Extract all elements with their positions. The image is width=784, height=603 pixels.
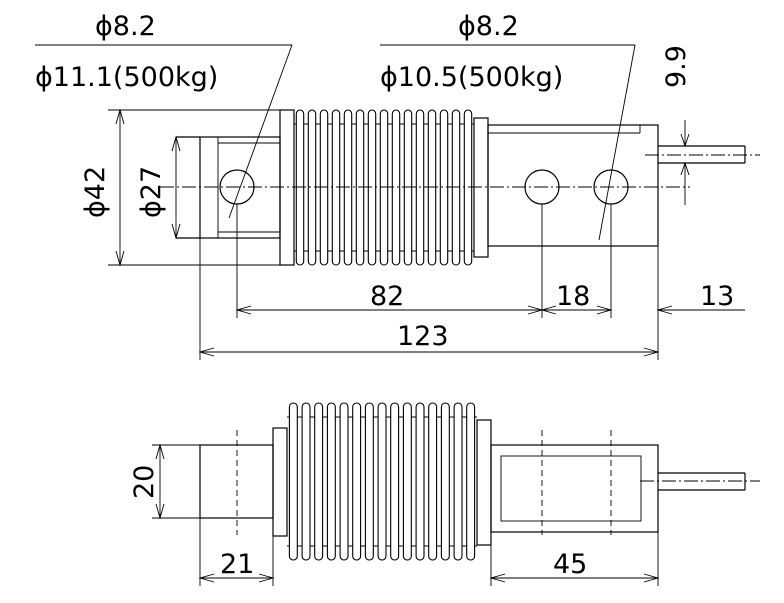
bellows-fin <box>390 402 400 561</box>
dim-hole-span: 82 <box>370 281 404 312</box>
bottom-left-collar <box>272 427 288 537</box>
bellows-fin <box>319 109 329 266</box>
bellows-fin <box>301 402 311 561</box>
bellows-fin <box>403 109 413 266</box>
bellows-fin <box>307 109 317 266</box>
bottom-bellows <box>287 402 477 561</box>
bellows-fin <box>364 402 374 561</box>
bellows-fin <box>343 109 353 266</box>
bellows-fin <box>440 402 450 561</box>
left-hole-spec-2: ϕ11.1(500kg) <box>35 62 218 93</box>
bottom-left-block <box>199 444 274 519</box>
bellows-fin <box>439 109 449 266</box>
bellows-fin <box>352 402 362 561</box>
dim-inner-diameter: ϕ27 <box>136 166 167 218</box>
top-bellows <box>294 109 474 266</box>
bellows-fin <box>339 402 349 561</box>
bellows-fin <box>466 402 476 561</box>
bellows-fin <box>314 402 324 561</box>
bellows-fin <box>428 402 438 561</box>
bellows-fin <box>453 402 463 561</box>
dim-height: 20 <box>129 465 160 499</box>
bellows-fin <box>367 109 377 266</box>
left-hole-spec-1: ϕ8.2 <box>95 11 156 42</box>
bellows-fin <box>288 402 298 561</box>
right-mount-block <box>487 124 659 247</box>
left-collar <box>279 109 295 266</box>
bellows-fin <box>402 402 412 561</box>
bellows-fin <box>326 402 336 561</box>
bellows-fin <box>451 109 461 266</box>
bellows-fin <box>463 109 473 266</box>
bottom-right-block <box>490 444 659 533</box>
bellows-fin <box>331 109 341 266</box>
top-view: ϕ8.2 ϕ11.1(500kg) ϕ8.2 ϕ10.5(500kg) 9.9 … <box>35 11 760 360</box>
bellows-fin <box>415 402 425 561</box>
dim-hole-pitch: 18 <box>556 281 590 312</box>
dim-right-block: 45 <box>553 549 587 580</box>
dim-left-block: 21 <box>220 549 254 580</box>
dim-total-length: 123 <box>397 321 449 352</box>
bellows-fin <box>355 109 365 266</box>
bottom-right-collar <box>476 419 492 546</box>
right-hole-spec-2: ϕ10.5(500kg) <box>380 62 563 93</box>
bottom-view: 20 21 45 <box>129 402 760 586</box>
bellows-fin <box>427 109 437 266</box>
right-collar <box>473 117 489 258</box>
right-hole-spec-1: ϕ8.2 <box>458 11 519 42</box>
bellows-fin <box>415 109 425 266</box>
bellows-fin <box>379 109 389 266</box>
bellows-fin <box>391 109 401 266</box>
dim-end-offset: 13 <box>700 281 734 312</box>
dim-outer-diameter: ϕ42 <box>80 166 111 218</box>
dim-cable-offset: 9.9 <box>661 45 692 88</box>
bellows-fin <box>377 402 387 561</box>
bellows-fin <box>295 109 305 266</box>
